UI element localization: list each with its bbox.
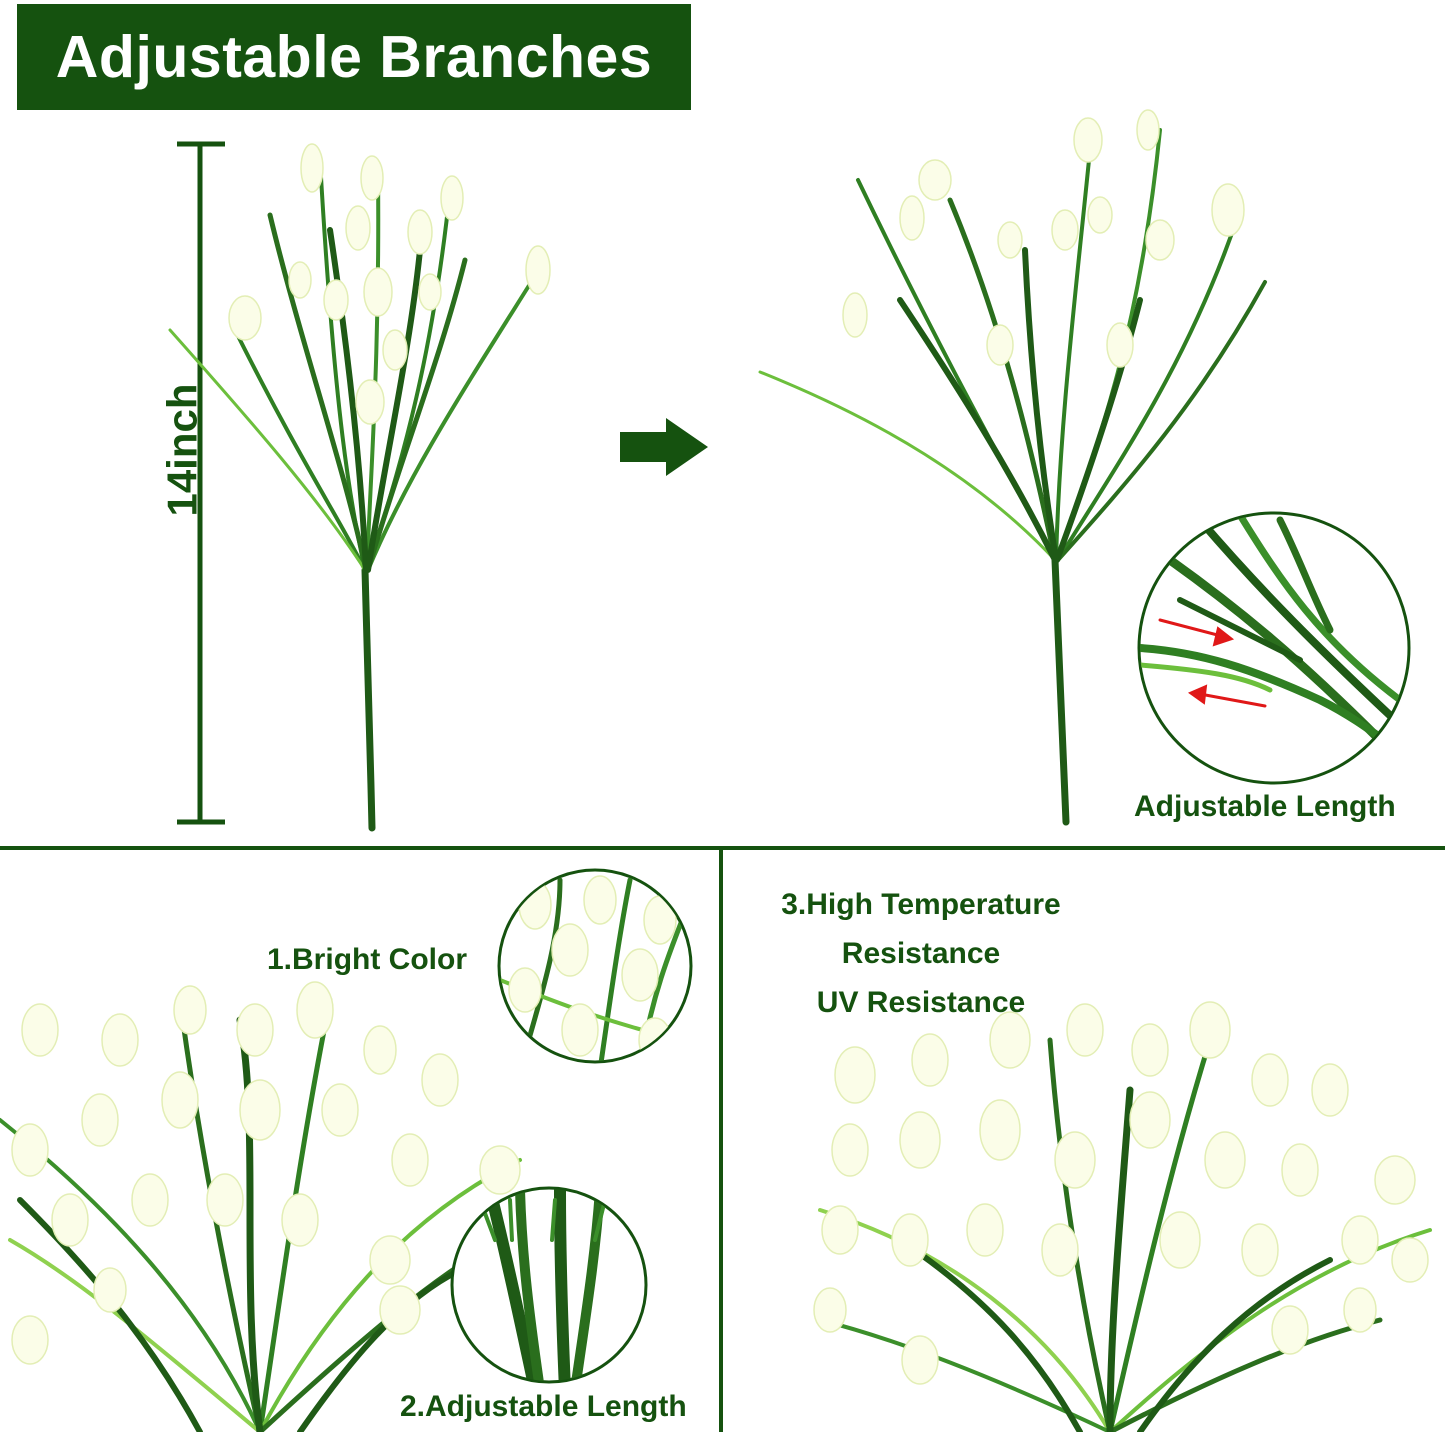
plant-closed (168, 158, 547, 832)
adjustable-length-feature: 2.Adjustable Length (400, 1390, 687, 1423)
bright-color-feature: 1.Bright Color (267, 943, 467, 976)
temperature-line-2: Resistance (841, 937, 1001, 970)
title-banner: Adjustable Branches (17, 4, 691, 110)
plant-open-flowers (842, 109, 1245, 368)
right-arrow-icon (620, 418, 708, 476)
uv-resistance-line: UV Resistance (816, 986, 1026, 1019)
stem-zoom-circle (450, 1186, 648, 1384)
adjustable-length-caption: Adjustable Length (1134, 790, 1396, 823)
temperature-line-1: 3.High Temperature (781, 888, 1061, 921)
height-measure-line (177, 141, 225, 825)
height-label: 14inch (159, 383, 206, 517)
stem-zoom-content (478, 1189, 607, 1381)
temperature-feature: 3.High Temperature Resistance UV Resista… (766, 880, 1076, 1027)
joint-zoom-content (1140, 514, 1404, 752)
bouquet-right (813, 1001, 1432, 1432)
page-title: Adjustable Branches (55, 24, 653, 90)
plant-closed-flowers (228, 143, 551, 425)
plant-open (758, 128, 1267, 826)
bouquet-left (0, 981, 522, 1432)
height-label-box: 14inch (113, 383, 253, 517)
